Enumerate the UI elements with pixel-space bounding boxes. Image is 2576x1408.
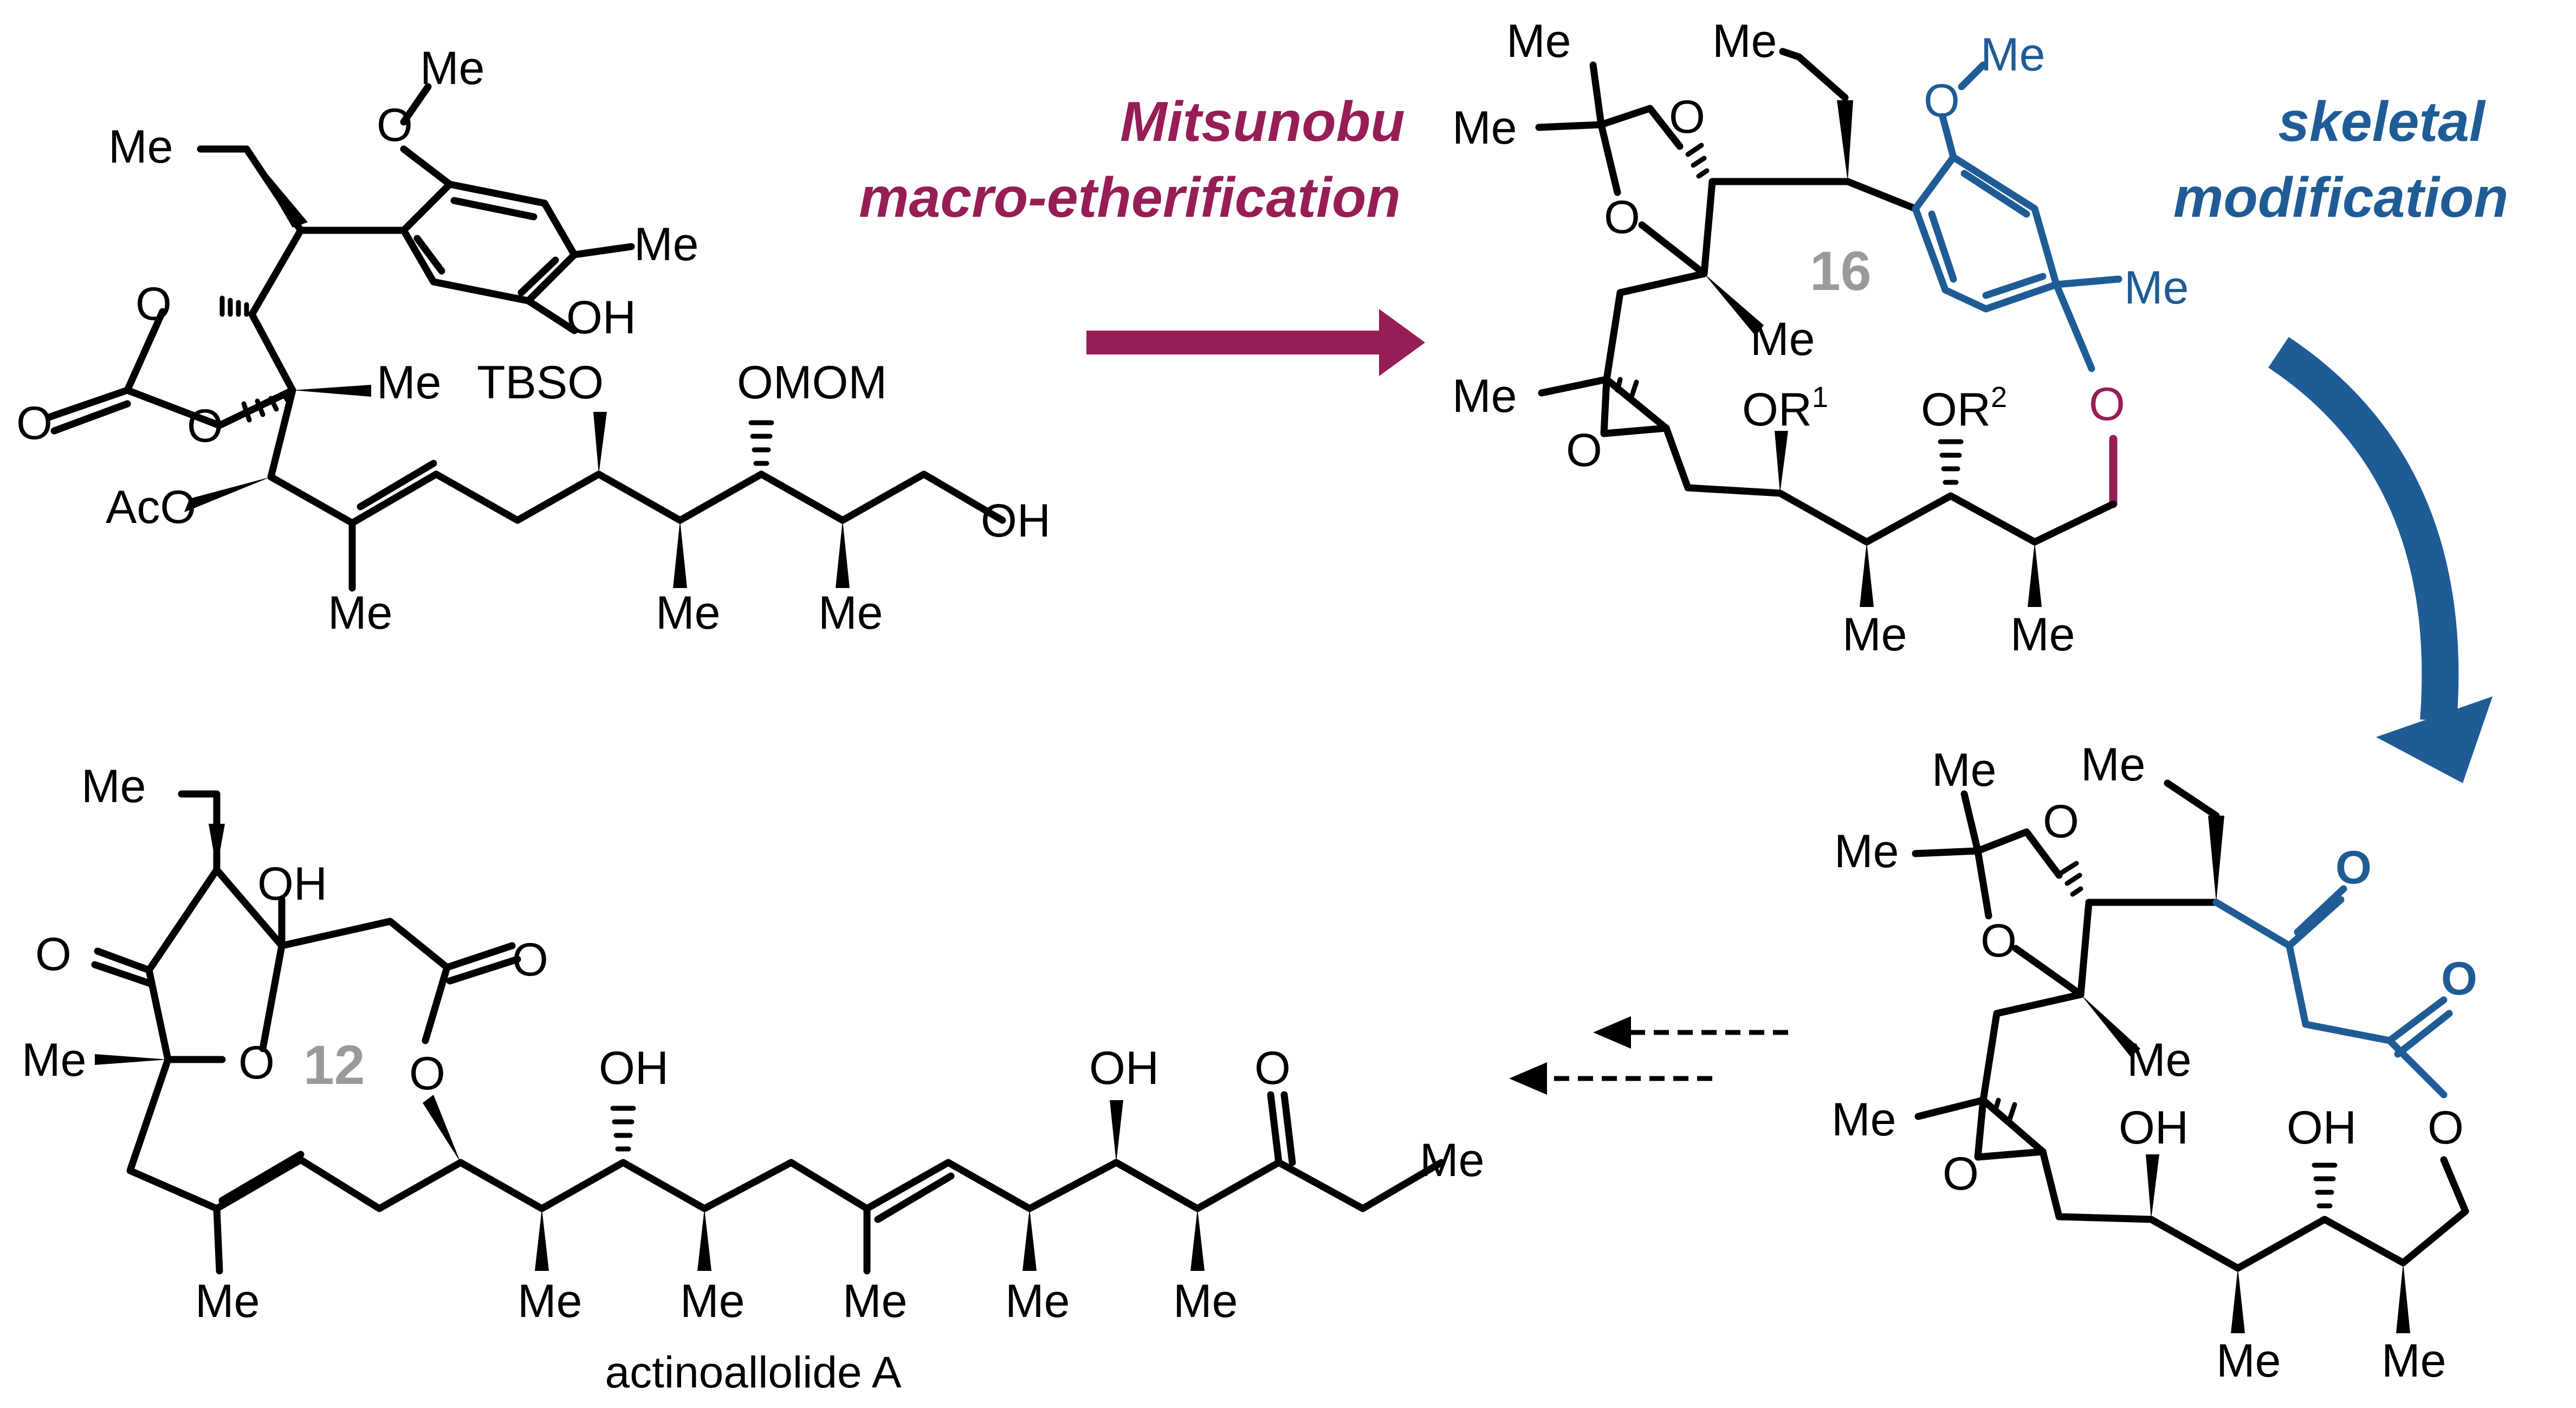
lactone-intermediate-structure <box>1912 779 2469 1333</box>
li-ethyl-me: Me <box>2081 739 2145 791</box>
sm-quat-me: Me <box>377 357 441 409</box>
dashed-arrows <box>1509 1016 1788 1095</box>
aa-me-3: Me <box>1005 1275 1070 1327</box>
m16-quat-me: Me <box>1750 313 1815 365</box>
aa-olefin-me-1: Me <box>195 1275 260 1327</box>
m16-ome-o: O <box>1924 75 1960 127</box>
aa-ketone-o-2: O <box>1254 1042 1291 1094</box>
actinoallolide-a-structure <box>91 790 1445 1275</box>
m16-ethyl-me: Me <box>1712 15 1777 67</box>
sm-me-1: Me <box>656 587 720 639</box>
li-epoxide-me: Me <box>1831 1094 1896 1146</box>
li-oh-2: OH <box>2287 1102 2357 1154</box>
li-acetonide-o1: O <box>2043 796 2079 848</box>
aa-terminal-me: Me <box>1420 1134 1484 1186</box>
m16-acetonide-o2: O <box>1604 191 1640 243</box>
m16-me-2: Me <box>2010 609 2075 661</box>
sm-aco: AcO <box>106 481 196 533</box>
li-quat-me: Me <box>2127 1034 2191 1086</box>
sm-terminal-oh: OH <box>981 495 1051 547</box>
sm-carbonate-o1: O <box>135 278 172 330</box>
m16-or1: OR1 <box>1742 381 1828 436</box>
li-ester-o: O <box>2428 1102 2464 1154</box>
m16-me-1: Me <box>1842 609 1907 661</box>
li-acetonide-me-1: Me <box>1932 744 1996 796</box>
aa-me-1: Me <box>517 1275 582 1327</box>
skeletal-modification-arrow <box>2268 337 2493 783</box>
mitsunobu-label-line2: macro-etherification <box>859 166 1401 229</box>
sm-me-2: Me <box>818 587 883 639</box>
macrocycle-16-structure <box>1535 48 2122 607</box>
m16-ether-o: O <box>2089 378 2125 430</box>
sm-me-ethyl: Me <box>108 121 173 173</box>
li-acetonide-o2: O <box>1980 915 2017 967</box>
aa-olefin-me-2: Me <box>843 1275 907 1327</box>
sm-ome-o: O <box>377 99 413 151</box>
m16-or2: OR2 <box>1921 381 2007 436</box>
product-name: actinoallolide A <box>605 1348 901 1397</box>
compound-12-number: 12 <box>303 1034 365 1096</box>
aa-lactone-o: O <box>409 1048 445 1100</box>
aa-ketone-o: O <box>35 928 72 980</box>
m16-acetonide-o1: O <box>1669 91 1705 143</box>
aa-me-4: Me <box>1173 1275 1238 1327</box>
m16-ome-me: Me <box>1980 29 2045 81</box>
sm-ome-me: Me <box>420 42 484 94</box>
m16-acetonide-me-1: Me <box>1506 15 1571 67</box>
m16-epoxide-o: O <box>1566 424 1602 476</box>
sm-tbso: TBSO <box>477 357 604 409</box>
li-oh-1: OH <box>2119 1102 2189 1154</box>
sm-aryl-oh: OH <box>566 292 636 344</box>
aa-me-2: Me <box>680 1275 745 1327</box>
m16-acetonide-me-2: Me <box>1452 102 1517 154</box>
li-me-1: Me <box>2216 1335 2281 1387</box>
starting-material-structure <box>45 83 1006 592</box>
aa-quat-me: Me <box>22 1034 86 1086</box>
sm-carbonyl-o: O <box>16 397 53 449</box>
aa-ring-o: O <box>238 1037 275 1089</box>
li-acetonide-me-2: Me <box>1834 825 1899 877</box>
aa-oh-1: OH <box>599 1042 669 1094</box>
sm-omom: OMOM <box>737 357 887 409</box>
sm-olefin-me: Me <box>328 587 392 639</box>
li-me-2: Me <box>2381 1335 2446 1387</box>
skeletal-label-line1: skeletal <box>2278 91 2486 153</box>
aa-lactone-carbonyl-o: O <box>512 934 548 986</box>
aa-hemiketal-oh: OH <box>257 858 327 910</box>
m16-epoxide-me: Me <box>1452 370 1517 422</box>
li-epoxide-o: O <box>1943 1148 1979 1200</box>
li-ester-carbonyl-o: O <box>2441 953 2477 1005</box>
aa-ethyl-me: Me <box>81 760 146 812</box>
compound-16-number: 16 <box>1810 240 1871 302</box>
mitsunobu-label-line1: Mitsunobu <box>1120 91 1405 153</box>
aa-oh-2: OH <box>1089 1042 1159 1094</box>
li-ketone-o: O <box>2335 842 2372 894</box>
m16-aryl-me: Me <box>2124 262 2189 314</box>
skeletal-label-line2: modification <box>2173 166 2508 229</box>
sm-carbonate-o2: O <box>187 400 223 452</box>
sm-aryl-me: Me <box>634 218 698 270</box>
mitsunobu-arrow <box>1086 309 1425 376</box>
